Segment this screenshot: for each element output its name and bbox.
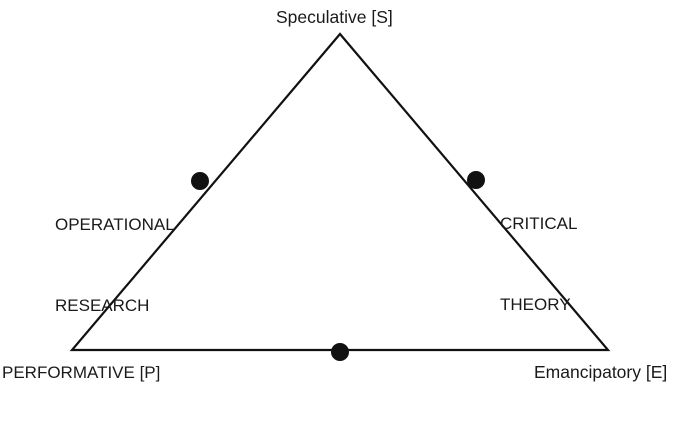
dot-operational-research	[191, 172, 209, 190]
vertex-label-speculative: Speculative [S]	[276, 7, 393, 27]
node-label-line-2: THEORY	[500, 295, 571, 314]
node-label-operational-research: OPERATIONAL RESEARCH	[55, 157, 175, 373]
node-label-action-learning: ACTION LEARNING	[303, 364, 390, 421]
dot-critical-theory	[467, 171, 485, 189]
node-label-line-1: OPERATIONAL	[55, 215, 175, 234]
dot-action-learning	[331, 343, 349, 361]
node-label-critical-theory: CRITICAL THEORY	[500, 156, 577, 372]
vertex-label-emancipatory: Emancipatory [E]	[534, 362, 668, 382]
vertex-label-performative: PERFORMATIVE [P]	[2, 363, 161, 382]
node-label-line-2: RESEARCH	[55, 296, 150, 315]
node-label-line-1: CRITICAL	[500, 214, 578, 233]
